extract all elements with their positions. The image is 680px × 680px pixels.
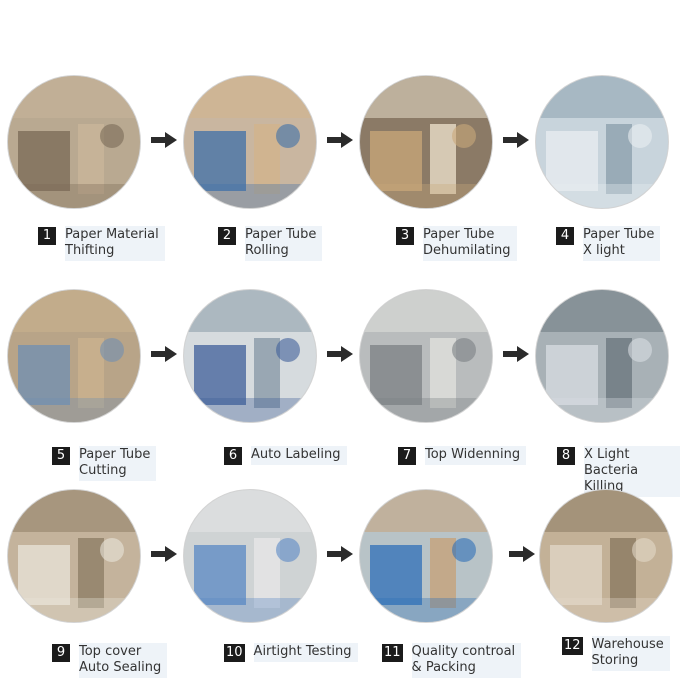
arrow-right-icon <box>150 345 178 363</box>
step-number-badge: 6 <box>224 447 242 465</box>
step-5-caption: 5 Paper Tube Cutting <box>52 446 157 481</box>
step-label: Auto Labeling <box>251 446 347 465</box>
step-number-badge: 10 <box>224 644 245 662</box>
arrow-right-icon <box>508 545 536 563</box>
step-label: Paper Tube Rolling <box>245 226 323 261</box>
step-8-caption: 8 X Light Bacteria Killing <box>557 446 680 497</box>
step-1-caption: 1 Paper Material Thifting <box>38 226 165 261</box>
step-label: Airtight Testing <box>253 643 358 662</box>
step-number-badge: 11 <box>382 644 403 662</box>
step-1-photo <box>8 76 140 208</box>
step-9-photo <box>8 490 140 622</box>
step-3-photo <box>360 76 492 208</box>
arrow-right-icon <box>326 131 354 149</box>
step-label: Top Widenning <box>425 446 527 465</box>
step-number-badge: 12 <box>562 637 583 655</box>
step-12-photo <box>540 490 672 622</box>
step-number-badge: 1 <box>38 227 56 245</box>
arrow-right-icon <box>326 545 354 563</box>
step-11-photo <box>360 490 492 622</box>
step-3-caption: 3 Paper Tube Dehumilating <box>396 226 517 261</box>
step-9-caption: 9 Top cover Auto Sealing <box>52 643 168 678</box>
step-7-photo <box>360 290 492 422</box>
step-number-badge: 8 <box>557 447 575 465</box>
step-2-caption: 2 Paper Tube Rolling <box>218 226 323 261</box>
step-8-photo <box>536 290 668 422</box>
step-6-caption: 6 Auto Labeling <box>224 446 347 465</box>
step-4-caption: 4 Paper Tube X light <box>556 226 661 261</box>
step-7-caption: 7 Top Widenning <box>398 446 527 465</box>
arrow-right-icon <box>502 131 530 149</box>
step-label: Paper Tube Dehumilating <box>423 226 517 261</box>
step-label: Quality controal & Packing <box>411 643 522 678</box>
step-label: Paper Material Thifting <box>65 226 165 261</box>
step-number-badge: 2 <box>218 227 236 245</box>
step-number-badge: 7 <box>398 447 416 465</box>
step-label: Paper Tube Cutting <box>79 446 157 481</box>
arrow-right-icon <box>326 345 354 363</box>
step-label: Top cover Auto Sealing <box>79 643 168 678</box>
step-label: Paper Tube X light <box>583 226 661 261</box>
step-label: Warehouse Storing <box>591 636 670 671</box>
step-number-badge: 4 <box>556 227 574 245</box>
step-label: X Light Bacteria Killing <box>584 446 680 497</box>
step-12-caption: 12 Warehouse Storing <box>562 636 670 671</box>
step-10-caption: 10 Airtight Testing <box>224 643 358 662</box>
arrow-right-icon <box>150 545 178 563</box>
arrow-right-icon <box>150 131 178 149</box>
step-number-badge: 9 <box>52 644 70 662</box>
step-number-badge: 5 <box>52 447 70 465</box>
step-number-badge: 3 <box>396 227 414 245</box>
step-6-photo <box>184 290 316 422</box>
step-5-photo <box>8 290 140 422</box>
step-2-photo <box>184 76 316 208</box>
step-10-photo <box>184 490 316 622</box>
arrow-right-icon <box>502 345 530 363</box>
step-11-caption: 11 Quality controal & Packing <box>382 643 522 678</box>
step-4-photo <box>536 76 668 208</box>
